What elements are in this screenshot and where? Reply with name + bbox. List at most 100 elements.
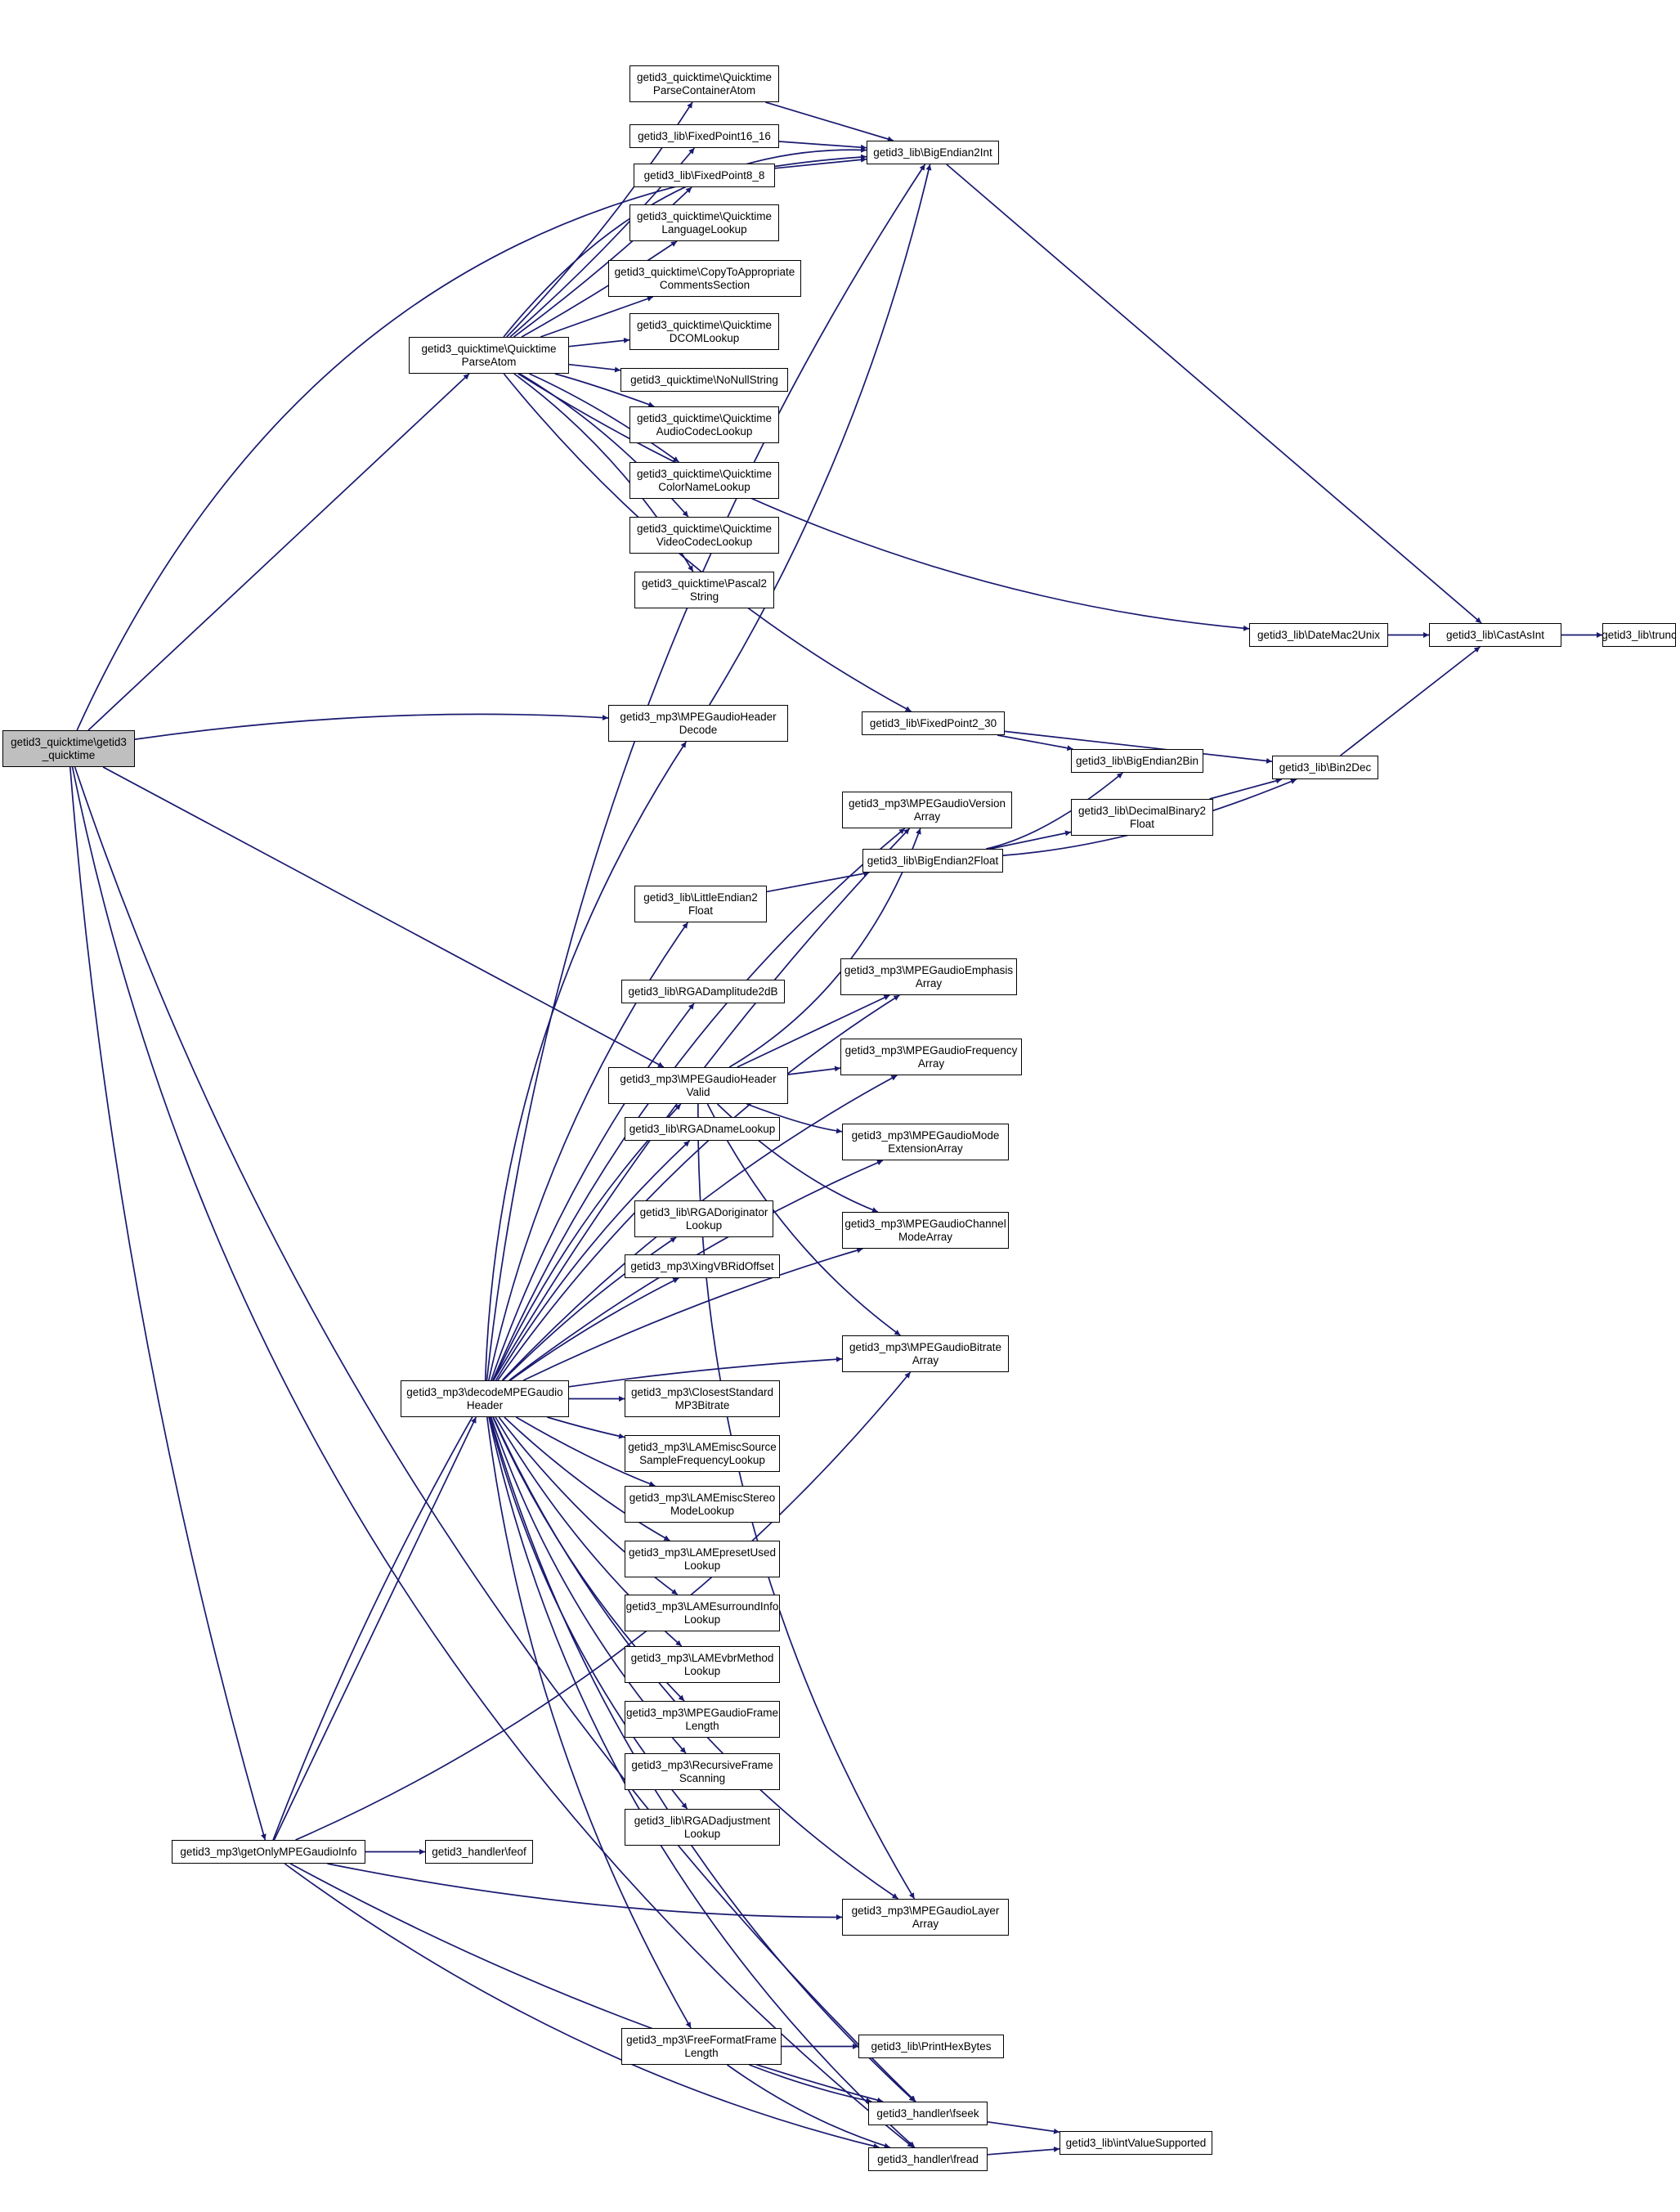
edge-handler-fread-to-int-value-supported [987, 2146, 1060, 2156]
node-emphasis-array[interactable]: getid3_mp3\MPEGaudioEmphasis Array [840, 958, 1017, 995]
node-big-endian-2-bin[interactable]: getid3_lib\BigEndian2Bin [1071, 749, 1203, 773]
edge-root-to-parse-atom [87, 373, 470, 731]
node-little-endian-2-float[interactable]: getid3_lib\LittleEndian2 Float [634, 886, 767, 922]
node-fixed-point-8-8[interactable]: getid3_lib\FixedPoint8_8 [634, 164, 775, 187]
node-layer-array[interactable]: getid3_mp3\MPEGaudioLayer Array [842, 1899, 1009, 1936]
node-xing-vbr-offset[interactable]: getid3_mp3\XingVBRidOffset [625, 1254, 780, 1278]
node-get-only-info[interactable]: getid3_mp3\getOnlyMPEGaudioInfo [172, 1840, 365, 1864]
node-lame-preset-used[interactable]: getid3_mp3\LAMEpresetUsed Lookup [625, 1541, 780, 1577]
edge-decode-header-to-bitrate-array [568, 1356, 843, 1388]
edge-free-format-length-to-handler-fread [727, 2064, 890, 2149]
node-lame-vbr-method[interactable]: getid3_mp3\LAMEvbrMethod Lookup [625, 1646, 780, 1683]
edge-decode-header-to-layer-array [492, 1416, 899, 1900]
node-bitrate-array[interactable]: getid3_mp3\MPEGaudioBitrate Array [842, 1335, 1009, 1372]
edge-big-endian-2-float-to-big-endian-2-bin [986, 772, 1123, 850]
node-mode-extension-array[interactable]: getid3_mp3\MPEGaudioMode ExtensionArray [842, 1124, 1009, 1160]
node-pascal2-string[interactable]: getid3_quicktime\Pascal2 String [634, 572, 774, 608]
edge-parse-atom-to-big-endian-2-int [503, 146, 867, 338]
node-handler-fread[interactable]: getid3_handler\fread [868, 2147, 988, 2171]
edge-header-valid-to-mode-extension-array [746, 1103, 843, 1134]
node-lame-source-freq[interactable]: getid3_mp3\LAMEmiscSource SampleFrequenc… [625, 1435, 780, 1472]
edge-parse-atom-to-fixed-point-2-30 [503, 373, 912, 712]
edge-get-only-info-to-layer-array [327, 1863, 843, 1921]
node-parse-container-atom[interactable]: getid3_quicktime\Quicktime ParseContaine… [629, 65, 779, 102]
edge-root-to-handler-fread [71, 766, 914, 2148]
node-color-name-lookup[interactable]: getid3_quicktime\Quicktime ColorNameLook… [629, 462, 779, 499]
edge-decode-header-to-emphasis-array [497, 994, 900, 1381]
edge-root-to-handler-fseek [74, 766, 916, 2102]
node-trunc[interactable]: getid3_lib\trunc [1602, 623, 1677, 647]
edge-header-valid-to-bitrate-array [706, 1103, 901, 1336]
node-rgad-originator[interactable]: getid3_lib\RGADoriginator Lookup [634, 1200, 773, 1237]
edge-parse-atom-to-date-mac2-unix [517, 373, 1250, 631]
edge-get-only-info-to-version-array [272, 828, 911, 1841]
node-audio-codec-lookup[interactable]: getid3_quicktime\Quicktime AudioCodecLoo… [629, 406, 779, 443]
node-rgad-amplitude[interactable]: getid3_lib\RGADamplitude2dB [621, 980, 785, 1003]
edge-get-only-info-to-bitrate-array [295, 1371, 912, 1841]
edge-free-format-length-to-handler-fseek [749, 2064, 872, 2103]
edge-get-only-info-to-handler-fseek [289, 1863, 884, 2103]
node-fixed-point-16-16[interactable]: getid3_lib\FixedPoint16_16 [629, 124, 779, 148]
edge-root-to-mpeg-header-decode [134, 713, 609, 740]
node-copy-to-comments[interactable]: getid3_quicktime\CopyToAppropriate Comme… [608, 260, 801, 297]
edge-decode-header-to-lame-preset-used [504, 1416, 670, 1541]
node-rgad-name-lookup[interactable]: getid3_lib\RGADnameLookup [625, 1117, 780, 1141]
edge-fixed-point-8-8-to-big-endian-2-int [774, 156, 867, 169]
node-channel-mode-array[interactable]: getid3_mp3\MPEGaudioChannel ModeArray [842, 1212, 1009, 1249]
edge-decode-header-to-free-format-length [486, 1416, 692, 2029]
node-bin2dec[interactable]: getid3_lib\Bin2Dec [1272, 756, 1378, 779]
edge-decode-header-to-lame-source-freq [547, 1416, 625, 1439]
node-closest-bitrate[interactable]: getid3_mp3\ClosestStandard MP3Bitrate [625, 1380, 780, 1417]
edge-parse-atom-to-audio-codec-lookup [554, 373, 655, 407]
edge-big-endian-2-float-to-decimal-binary2-float [989, 830, 1072, 850]
node-big-endian-2-float[interactable]: getid3_lib\BigEndian2Float [862, 849, 1003, 873]
edge-decode-header-to-rgad-originator [502, 1236, 677, 1381]
edge-parse-atom-to-dcom-lookup [568, 337, 630, 348]
edge-little-endian-2-float-to-big-endian-2-float [766, 870, 870, 893]
node-language-lookup[interactable]: getid3_quicktime\Quicktime LanguageLooku… [629, 204, 779, 241]
edge-bin2dec-to-cast-as-int [1340, 646, 1481, 756]
node-decimal-binary2-float[interactable]: getid3_lib\DecimalBinary2 Float [1071, 799, 1213, 836]
edge-root-to-header-valid [102, 766, 665, 1068]
node-frame-length[interactable]: getid3_mp3\MPEGaudioFrame Length [625, 1701, 780, 1738]
node-no-null-string[interactable]: getid3_quicktime\NoNullString [620, 368, 788, 392]
edge-parse-atom-to-color-name-lookup [529, 373, 679, 463]
node-big-endian-2-int[interactable]: getid3_lib\BigEndian2Int [867, 141, 999, 164]
node-dcom-lookup[interactable]: getid3_quicktime\Quicktime DCOMLookup [629, 313, 779, 350]
node-date-mac2-unix[interactable]: getid3_lib\DateMac2Unix [1249, 623, 1388, 647]
edge-decode-header-to-mpeg-header-decode [484, 741, 688, 1381]
node-mpeg-header-decode[interactable]: getid3_mp3\MPEGaudioHeader Decode [608, 705, 788, 742]
edge-get-only-info-to-decode-header [273, 1416, 477, 1841]
node-frequency-array[interactable]: getid3_mp3\MPEGaudioFrequency Array [840, 1039, 1022, 1075]
node-recursive-frame[interactable]: getid3_mp3\RecursiveFrame Scanning [625, 1753, 780, 1790]
node-video-codec-lookup[interactable]: getid3_quicktime\Quicktime VideoCodecLoo… [629, 517, 779, 554]
node-parse-atom[interactable]: getid3_quicktime\Quicktime ParseAtom [409, 337, 569, 374]
edge-decode-header-to-rgad-name-lookup [495, 1140, 691, 1381]
node-handler-feof[interactable]: getid3_handler\feof [425, 1840, 533, 1864]
node-root[interactable]: getid3_quicktime\getid3 _quicktime [2, 730, 135, 767]
edge-decode-header-to-channel-mode-array [522, 1247, 863, 1381]
edge-fixed-point-2-30-to-big-endian-2-bin [997, 734, 1073, 752]
edge-big-endian-2-int-to-cast-as-int [946, 164, 1482, 624]
node-cast-as-int[interactable]: getid3_lib\CastAsInt [1429, 623, 1561, 647]
edge-decode-header-to-xing-vbr-offset [509, 1277, 679, 1381]
edge-header-valid-to-emphasis-array [737, 994, 890, 1068]
edge-get-only-info-to-handler-fread [284, 1863, 880, 2149]
edge-parse-atom-to-no-null-string [568, 363, 621, 373]
node-lame-stereo-mode[interactable]: getid3_mp3\LAMEmiscStereo ModeLookup [625, 1486, 780, 1523]
node-int-value-supported[interactable]: getid3_lib\intValueSupported [1060, 2131, 1212, 2155]
edge-fixed-point-16-16-to-big-endian-2-int [778, 141, 867, 150]
node-free-format-length[interactable]: getid3_mp3\FreeFormatFrame Length [621, 2028, 782, 2065]
edge-decode-header-to-lame-stereo-mode [515, 1416, 656, 1487]
edge-root-to-get-only-info [69, 766, 267, 1841]
edge-decode-header-to-rgad-amplitude [490, 1003, 695, 1381]
node-version-array[interactable]: getid3_mp3\MPEGaudioVersion Array [842, 792, 1012, 828]
node-fixed-point-2-30[interactable]: getid3_lib\FixedPoint2_30 [862, 711, 1005, 735]
node-handler-fseek[interactable]: getid3_handler\fseek [868, 2102, 988, 2125]
node-decode-header[interactable]: getid3_mp3\decodeMPEGaudio Header [401, 1380, 569, 1417]
node-header-valid[interactable]: getid3_mp3\MPEGaudioHeader Valid [608, 1067, 788, 1104]
node-print-hex-bytes[interactable]: getid3_lib\PrintHexBytes [858, 2035, 1004, 2058]
node-rgad-adjustment[interactable]: getid3_lib\RGADadjustment Lookup [625, 1809, 780, 1846]
node-lame-surround[interactable]: getid3_mp3\LAMEsurroundInfo Lookup [625, 1595, 780, 1631]
